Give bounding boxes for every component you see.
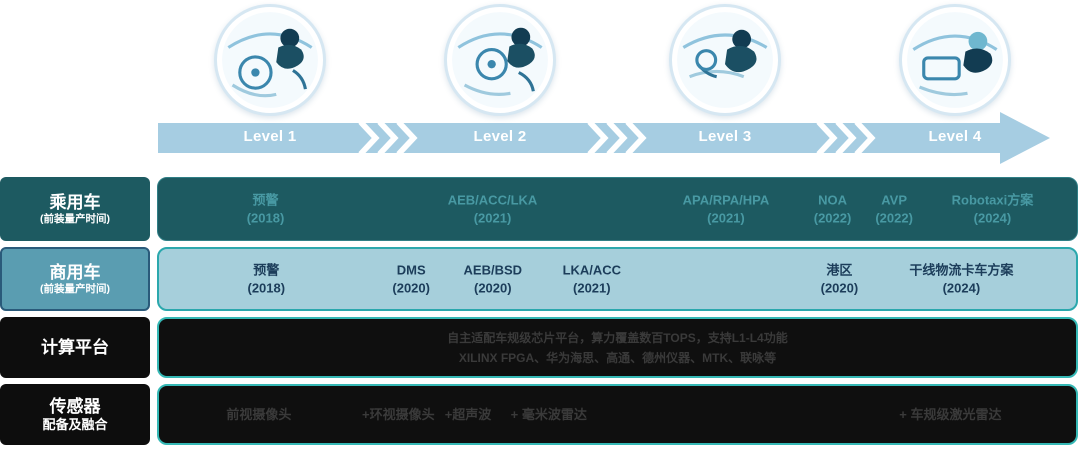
commercial-row-label: 商用车 (前装量产时间) [0, 247, 150, 311]
computing-line-1: 自主适配车规级芯片平台，算力覆盖数百TOPS，支持L1-L4功能 [447, 331, 788, 345]
sensor-title: 传感器 [49, 396, 101, 416]
passenger-row-content: 预警 (2018) AEB/ACC/LKA (2021) APA/RPA/HPA… [157, 177, 1078, 241]
passenger-item: NOA (2022) [813, 192, 852, 225]
level-1-cockpit-icon [214, 4, 326, 116]
sensor-item: 前视摄像头 [226, 406, 292, 422]
sensor-item: + 毫米波雷达 [510, 406, 587, 422]
level-2-cockpit-icon [444, 4, 556, 116]
level-2-label: Level 2 [473, 128, 527, 145]
level-4-label: Level 4 [928, 128, 982, 145]
passenger-row-label: 乘用车 (前装量产时间) [0, 177, 150, 241]
passenger-subtitle: (前装量产时间) [40, 213, 110, 226]
passenger-item: APA/RPA/HPA (2021) [682, 192, 770, 225]
passenger-item: AVP (2022) [875, 192, 913, 225]
chevron-separator-icon [585, 119, 649, 157]
car-interior-illustration [222, 12, 318, 108]
car-interior-illustration [907, 12, 1003, 108]
level-1-label: Level 1 [243, 128, 297, 145]
commercial-item: 干线物流卡车方案 (2024) [909, 262, 1014, 295]
commercial-item: 港区 (2020) [820, 262, 859, 295]
passenger-row: 乘用车 (前装量产时间) 预警 (2018) AEB/ACC/LKA (2021… [0, 177, 1080, 241]
sensor-item: +环视摄像头 [362, 406, 435, 422]
sensor-item: +超声波 [444, 406, 492, 422]
passenger-item: 预警 (2018) [246, 192, 285, 225]
commercial-row-content: 预警 (2018) DMS (2020) AEB/BSD (2020) LKA/… [157, 247, 1078, 311]
sensor-row: 传感器 配备及融合 前视摄像头 +环视摄像头 +超声波 + 毫米波雷达 + 车规… [0, 384, 1080, 445]
level-3-label: Level 3 [698, 128, 752, 145]
computing-title: 计算平台 [41, 337, 109, 357]
commercial-row: 商用车 (前装量产时间) 预警 (2018) DMS (2020) AEB/BS… [0, 247, 1080, 311]
passenger-item: Robotaxi方案 (2024) [951, 192, 1034, 225]
level-3-cockpit-icon [669, 4, 781, 116]
car-interior-illustration [677, 12, 773, 108]
computing-line-2: XILINX FPGA、华为海思、高通、德州仪器、MTK、联咏等 [458, 351, 777, 365]
commercial-subtitle: (前装量产时间) [40, 283, 110, 296]
passenger-title: 乘用车 [49, 192, 101, 212]
level-4-cockpit-icon [899, 4, 1011, 116]
commercial-title: 商用车 [49, 262, 101, 282]
sensor-item: + 车规级激光雷达 [899, 406, 1002, 422]
sensor-subtitle: 配备及融合 [42, 417, 108, 432]
computing-row-content: 自主适配车规级芯片平台，算力覆盖数百TOPS，支持L1-L4功能 XILINX … [157, 317, 1078, 378]
car-interior-illustration [452, 12, 548, 108]
sensor-row-label: 传感器 配备及融合 [0, 384, 150, 445]
sensor-row-content: 前视摄像头 +环视摄像头 +超声波 + 毫米波雷达 + 车规级激光雷达 [157, 384, 1078, 445]
computing-row: 计算平台 自主适配车规级芯片平台，算力覆盖数百TOPS，支持L1-L4功能 XI… [0, 317, 1080, 378]
passenger-item: AEB/ACC/LKA (2021) [447, 192, 538, 225]
chevron-separator-icon [814, 119, 878, 157]
commercial-item: DMS (2020) [392, 262, 430, 295]
commercial-item: LKA/ACC (2021) [562, 262, 622, 295]
commercial-item: AEB/BSD (2020) [463, 262, 523, 295]
computing-row-label: 计算平台 [0, 317, 150, 378]
commercial-item: 预警 (2018) [247, 262, 286, 295]
chevron-separator-icon [356, 119, 420, 157]
